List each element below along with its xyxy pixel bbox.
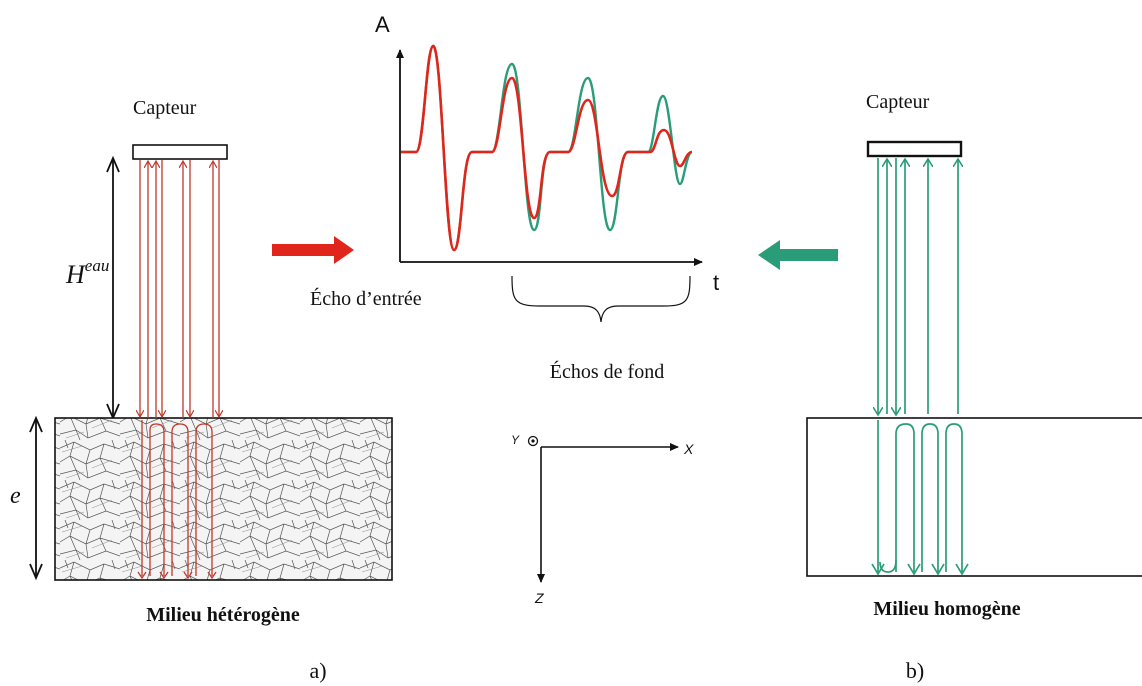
right-sensor (866, 140, 963, 158)
water-height-superscript: eau (85, 256, 110, 275)
homogeneous-block (806, 417, 1142, 577)
homogeneous-medium-label: Milieu homogène (873, 598, 1020, 620)
red-arrow (272, 236, 354, 264)
right-panel: Capteur Milieu homogène b) (806, 91, 1142, 683)
triad-x-label: X (683, 441, 694, 457)
caption-a: a) (309, 658, 326, 683)
left-panel: Capteur Heau e Milieu hétérogèn (10, 97, 393, 683)
axes-triad: Y X Z (511, 433, 694, 606)
left-sensor (132, 144, 228, 160)
svg-text:Heau: Heau (65, 256, 109, 289)
y-axis-label: A (375, 12, 390, 37)
heterogeneous-signal-curve (401, 44, 693, 252)
triad-z-label: Z (534, 590, 544, 606)
heterogeneous-rays (138, 160, 219, 580)
heterogeneous-block (54, 417, 393, 581)
back-echoes-brace (511, 275, 691, 323)
caption-b: b) (906, 658, 924, 683)
left-sensor-label: Capteur (133, 97, 197, 119)
water-height-label: H (65, 260, 86, 289)
x-axis-label: t (713, 270, 719, 295)
signal-plot: A t Écho d’entrée Échos de fond (310, 12, 719, 383)
triad-y-label: Y (511, 433, 520, 447)
homogeneous-rays (871, 158, 969, 576)
right-sensor-label: Capteur (866, 91, 930, 113)
heterogeneous-medium-label: Milieu hétérogène (146, 604, 300, 626)
green-arrow (758, 240, 838, 270)
back-echoes-label: Échos de fond (550, 360, 664, 383)
thickness-label: e (10, 483, 21, 509)
entry-echo-label: Écho d’entrée (310, 287, 422, 310)
water-height-arrowhead-top (106, 155, 120, 173)
